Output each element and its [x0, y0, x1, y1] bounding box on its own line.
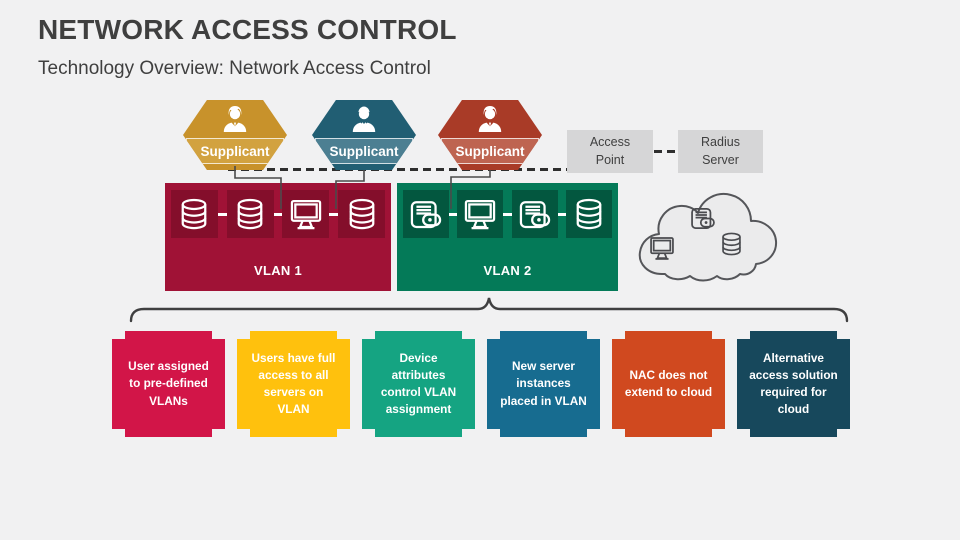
wallet-icon [403, 190, 449, 238]
tile-connector [557, 212, 567, 216]
supplicant-band: Supplicant [441, 137, 539, 165]
person-female-icon [219, 105, 251, 135]
supplicant-hexagon-3: Supplicant [438, 100, 542, 170]
vlan2-box: VLAN 2 [397, 183, 618, 291]
wallet-icon [689, 204, 717, 232]
wallet-icon [511, 190, 558, 238]
supplicant-label: Supplicant [455, 143, 525, 159]
cloud [632, 186, 790, 292]
callout-full-access: Users have full access to all servers on… [237, 331, 350, 437]
monitor-icon [647, 234, 677, 262]
dashed-link-accesspoint-radius [654, 150, 678, 153]
supplicant-hexagon-2: Supplicant [312, 100, 416, 170]
supplicant-label: Supplicant [329, 143, 399, 159]
tile-connector [503, 212, 512, 216]
callouts-row: User assigned to pre-defined VLANs Users… [112, 331, 850, 437]
tile-connector [329, 212, 339, 216]
vlan2-label: VLAN 2 [483, 263, 532, 278]
callout-alternative-access: Alternative access solution required for… [737, 331, 850, 437]
vlan1-label: VLAN 1 [253, 263, 303, 278]
page-subtitle: Technology Overview: Network Access Cont… [38, 58, 431, 79]
vlan1-tiles [171, 190, 386, 238]
page-title: NETWORK ACCESS CONTROL [38, 14, 457, 45]
dashed-link-supplicants-accesspoint [228, 168, 568, 171]
person-male-icon [348, 105, 380, 135]
supplicant-band: Supplicant [186, 137, 284, 165]
database-icon [566, 190, 613, 238]
monitor-icon [282, 190, 330, 238]
monitor-icon [457, 190, 504, 238]
database-icon [338, 190, 386, 238]
brace [129, 297, 849, 323]
database-icon [226, 190, 274, 238]
supplicant-hexagon-1: Supplicant [183, 100, 287, 170]
access-point-box: Access Point [567, 130, 653, 173]
database-icon [718, 230, 745, 258]
vlan2-tiles [403, 190, 613, 238]
person-female-icon [474, 105, 506, 135]
cloud-shape [638, 193, 778, 282]
callout-device-attributes: Device attributes control VLAN assignmen… [362, 331, 475, 437]
vlan1-box: VLAN 1 [165, 183, 391, 291]
callout-nac-cloud-limit: NAC does not extend to cloud [612, 331, 725, 437]
tile-connector [217, 212, 227, 216]
callout-predefined-vlans: User assigned to pre-defined VLANs [112, 331, 225, 437]
supplicant-label: Supplicant [200, 143, 270, 159]
tile-connector [448, 212, 458, 216]
database-icon [171, 190, 218, 238]
radius-server-box: Radius Server [678, 130, 763, 173]
supplicant-band: Supplicant [315, 137, 413, 165]
callout-new-server-instances: New server instances placed in VLAN [487, 331, 600, 437]
tile-connector [273, 212, 283, 216]
